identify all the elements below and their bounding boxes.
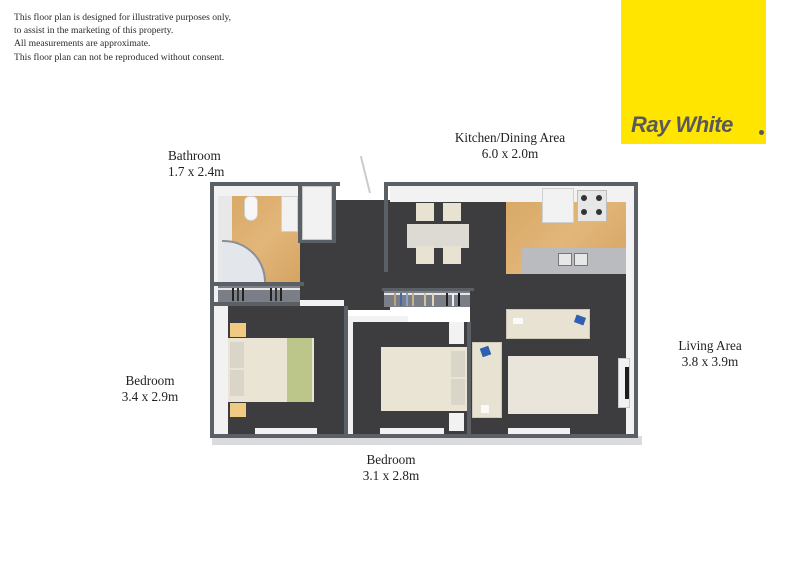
sofa bbox=[506, 309, 590, 339]
bedside-table bbox=[230, 403, 246, 417]
wall bbox=[214, 282, 304, 286]
tv-unit bbox=[618, 358, 630, 408]
room-name: Living Area bbox=[678, 338, 742, 353]
wall-lining bbox=[626, 186, 634, 434]
rug bbox=[508, 356, 598, 414]
wall bbox=[384, 182, 638, 186]
cushion bbox=[481, 405, 489, 413]
hanging-rail bbox=[384, 293, 470, 295]
disclaimer-line: All measurements are approximate. bbox=[14, 38, 151, 50]
wall bbox=[210, 434, 638, 438]
window bbox=[255, 428, 317, 434]
pillow bbox=[451, 379, 465, 405]
wall bbox=[210, 182, 340, 186]
burner-icon bbox=[596, 195, 602, 201]
wardrobe bbox=[218, 286, 300, 302]
bedside-table bbox=[449, 322, 464, 344]
dining-chair bbox=[416, 246, 434, 264]
bedside-table bbox=[449, 413, 464, 431]
dining-chair bbox=[443, 246, 461, 264]
wall-lining bbox=[218, 186, 336, 196]
cushion bbox=[573, 314, 587, 326]
wall-lining bbox=[348, 322, 353, 434]
vanity-basin bbox=[281, 196, 298, 232]
bed-double bbox=[228, 338, 314, 402]
wall bbox=[298, 186, 302, 242]
wall bbox=[634, 182, 638, 438]
disclaimer-line: to assist in the marketing of this prope… bbox=[14, 25, 174, 37]
bedside-table bbox=[230, 323, 246, 337]
room-dimensions: 1.7 x 2.4m bbox=[168, 164, 225, 179]
cushion bbox=[513, 318, 523, 324]
room-label-living: Living Area 3.8 x 3.9m bbox=[665, 338, 755, 370]
hanging-rail bbox=[218, 288, 300, 290]
sink-icon bbox=[574, 253, 588, 266]
toilet-icon bbox=[244, 196, 258, 221]
room-dimensions: 3.8 x 3.9m bbox=[681, 354, 739, 369]
wall bbox=[210, 182, 214, 438]
wall-lining bbox=[218, 306, 228, 434]
pillow bbox=[451, 351, 465, 377]
door-opening bbox=[348, 316, 408, 322]
cooktop bbox=[577, 190, 607, 222]
wall bbox=[298, 240, 336, 243]
brand-logo-block: Ray White bbox=[621, 0, 766, 144]
bed-throw bbox=[287, 338, 312, 402]
door-opening bbox=[300, 300, 344, 306]
floor-slab-edge bbox=[212, 436, 642, 445]
room-dimensions: 3.1 x 2.8m bbox=[362, 468, 420, 483]
room-dimensions: 6.0 x 2.0m bbox=[481, 146, 539, 161]
wall bbox=[384, 182, 388, 272]
burner-icon bbox=[581, 195, 587, 201]
burner-icon bbox=[596, 209, 602, 215]
wall bbox=[344, 306, 348, 434]
wall-lining bbox=[214, 186, 218, 434]
dining-chair bbox=[416, 203, 434, 221]
wall bbox=[332, 186, 336, 242]
kitchen-bench bbox=[522, 248, 626, 274]
room-name: Bathroom bbox=[168, 148, 221, 163]
room-name: Bedroom bbox=[366, 452, 416, 467]
hall-floor bbox=[384, 272, 474, 292]
disclaimer-line: This floor plan can not be reproduced wi… bbox=[14, 51, 225, 63]
pillow bbox=[230, 370, 244, 396]
window bbox=[380, 428, 444, 434]
room-label-kitchen-dining: Kitchen/Dining Area 6.0 x 2.0m bbox=[440, 130, 580, 162]
room-name: Bedroom bbox=[125, 373, 175, 388]
wardrobe bbox=[384, 291, 470, 307]
room-dimensions: 3.4 x 2.9m bbox=[121, 389, 179, 404]
disclaimer-line: This floor plan is designed for illustra… bbox=[14, 12, 232, 23]
sliding-door bbox=[508, 428, 570, 434]
room-label-bathroom: Bathroom 1.7 x 2.4m bbox=[168, 148, 224, 180]
wall bbox=[382, 288, 474, 291]
entry-door-swing bbox=[359, 155, 371, 194]
laundry-cupboard bbox=[302, 186, 332, 240]
sink-icon bbox=[558, 253, 572, 266]
room-label-bedroom-1: Bedroom 3.4 x 2.9m bbox=[105, 373, 195, 405]
cushion bbox=[479, 345, 492, 358]
room-name: Kitchen/Dining Area bbox=[454, 130, 566, 145]
tv-icon bbox=[625, 367, 629, 399]
pillow bbox=[230, 342, 244, 368]
room-label-bedroom-2: Bedroom 3.1 x 2.8m bbox=[346, 452, 436, 484]
dining-chair bbox=[443, 203, 461, 221]
fridge bbox=[542, 188, 574, 223]
dining-table bbox=[407, 224, 469, 248]
sofa bbox=[472, 342, 502, 418]
brand-logo-text: Ray White bbox=[631, 112, 733, 137]
wall bbox=[467, 322, 471, 434]
registered-mark-icon bbox=[759, 130, 764, 135]
burner-icon bbox=[581, 209, 587, 215]
wall bbox=[214, 302, 304, 306]
bed-double bbox=[381, 347, 467, 411]
disclaimer-text: This floor plan is designed for illustra… bbox=[14, 11, 231, 64]
